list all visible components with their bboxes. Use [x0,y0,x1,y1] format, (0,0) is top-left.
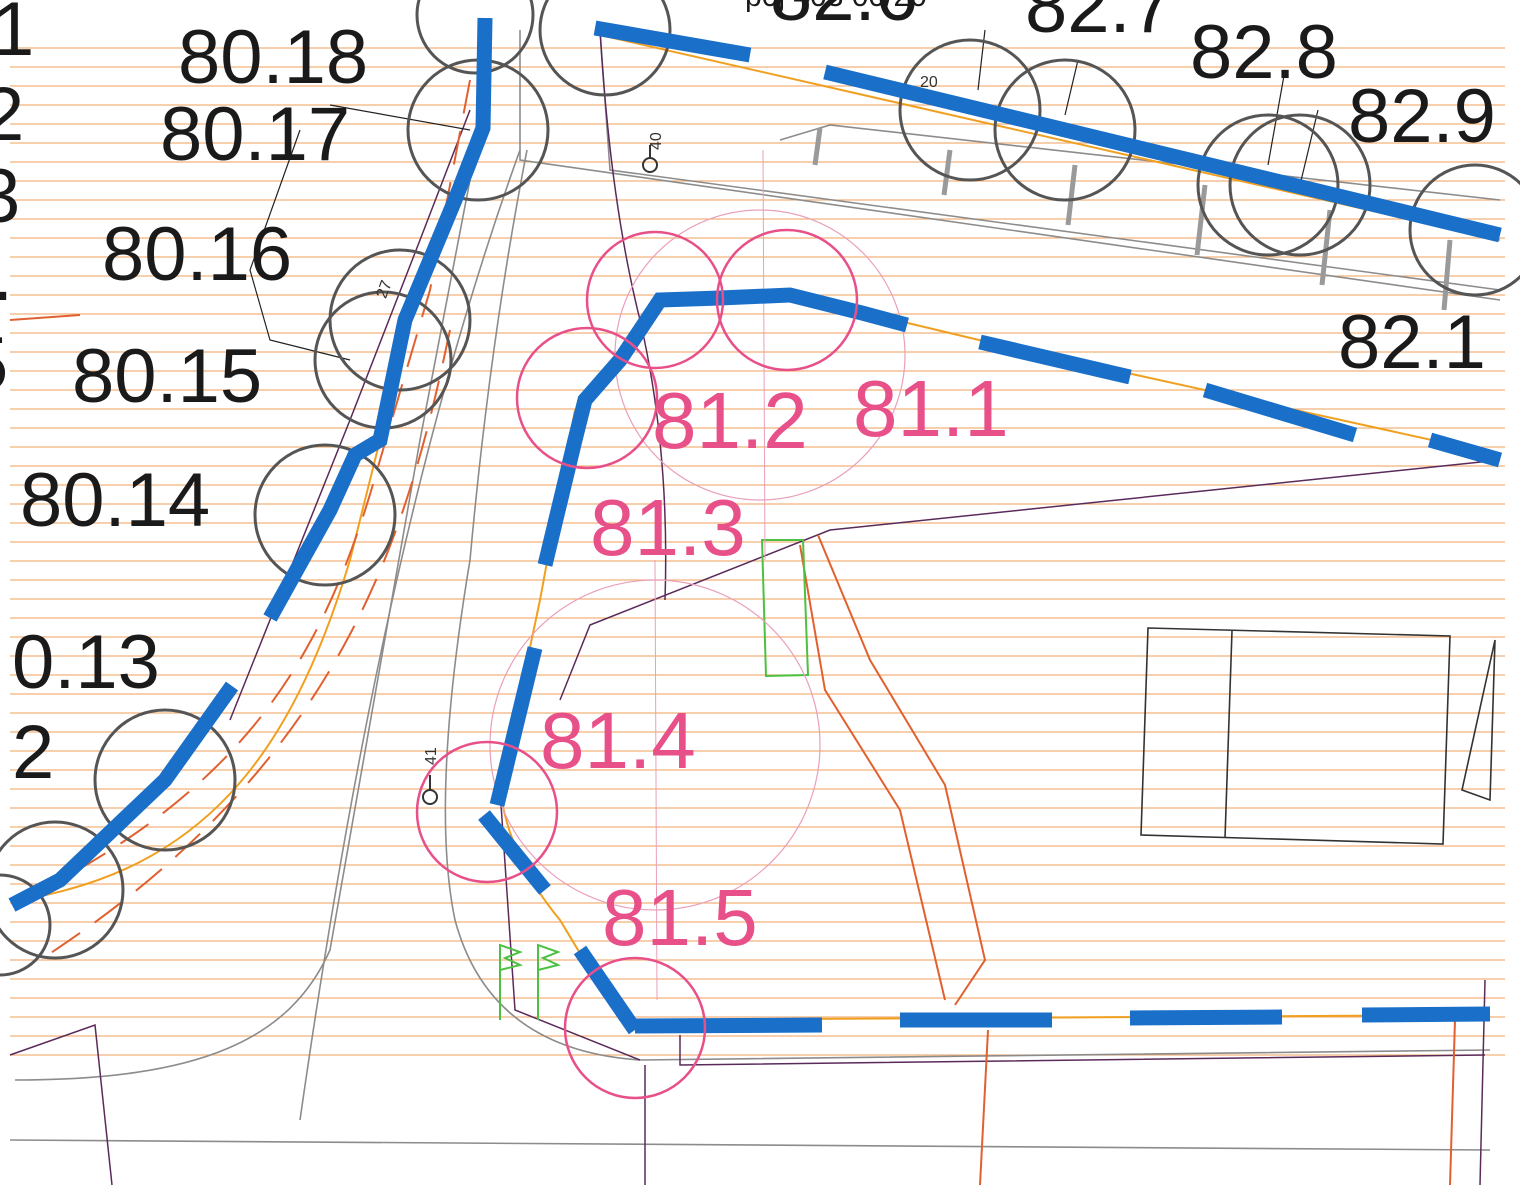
faint-pink-verticals [654,149,766,1001]
edge-fragment-4: . [0,232,13,317]
station-label-82-8: 82.8 [1190,10,1338,95]
station-label-81-5: 81.5 [602,873,758,962]
edge-fragment-1: 1 [0,0,34,72]
hatched-zone [10,30,1505,1060]
station-label-82-9: 82.9 [1348,74,1496,159]
station-label-80-16: 80.16 [102,212,292,297]
thin-lines [249,29,1319,361]
station-label-80-15: 80.15 [72,334,262,419]
edge-fragment-3: 3 [0,154,20,239]
station-label-81-3: 81.3 [590,483,746,572]
station-label-81-4: 81.4 [540,696,696,785]
tree-circles [0,0,1520,977]
annotation-41: 41 [423,747,440,765]
station-label-82-7: 82.7 [1025,0,1173,49]
station-label-81-1: 81.1 [853,364,1009,453]
curb-ticks [812,127,1453,311]
station-label-80-17: 80.17 [160,92,350,177]
station-label-80-13: 0.13 [12,620,160,705]
station-label-80-12: 2 [12,710,54,795]
station-label-81-2: 81.2 [652,376,808,465]
edge-fragment-5: 5 [0,322,8,407]
flag-icon [499,943,561,1020]
highlight-circles [415,228,859,1100]
hydrant-icon [422,145,658,805]
station-label-80-14: 80.14 [20,458,210,543]
annotation-27: 27 [374,278,396,301]
station-label-82-1: 82.1 [1338,300,1486,385]
green-marker-box [760,539,810,678]
edge-fragment-2: 2 [0,72,24,157]
building-outline [1140,627,1496,845]
blue-boundary-line [8,17,1503,1035]
red-dashed-lines [39,79,471,961]
station-label-82-6: 82.6 [770,0,918,37]
annotation-20: 20 [920,74,938,91]
station-label-80-18: 80.18 [178,15,368,100]
red-lines [9,314,1456,1186]
top-cut-label: ·p0j 403 00/20 [735,0,927,13]
annotation-40: 40 [648,132,665,150]
